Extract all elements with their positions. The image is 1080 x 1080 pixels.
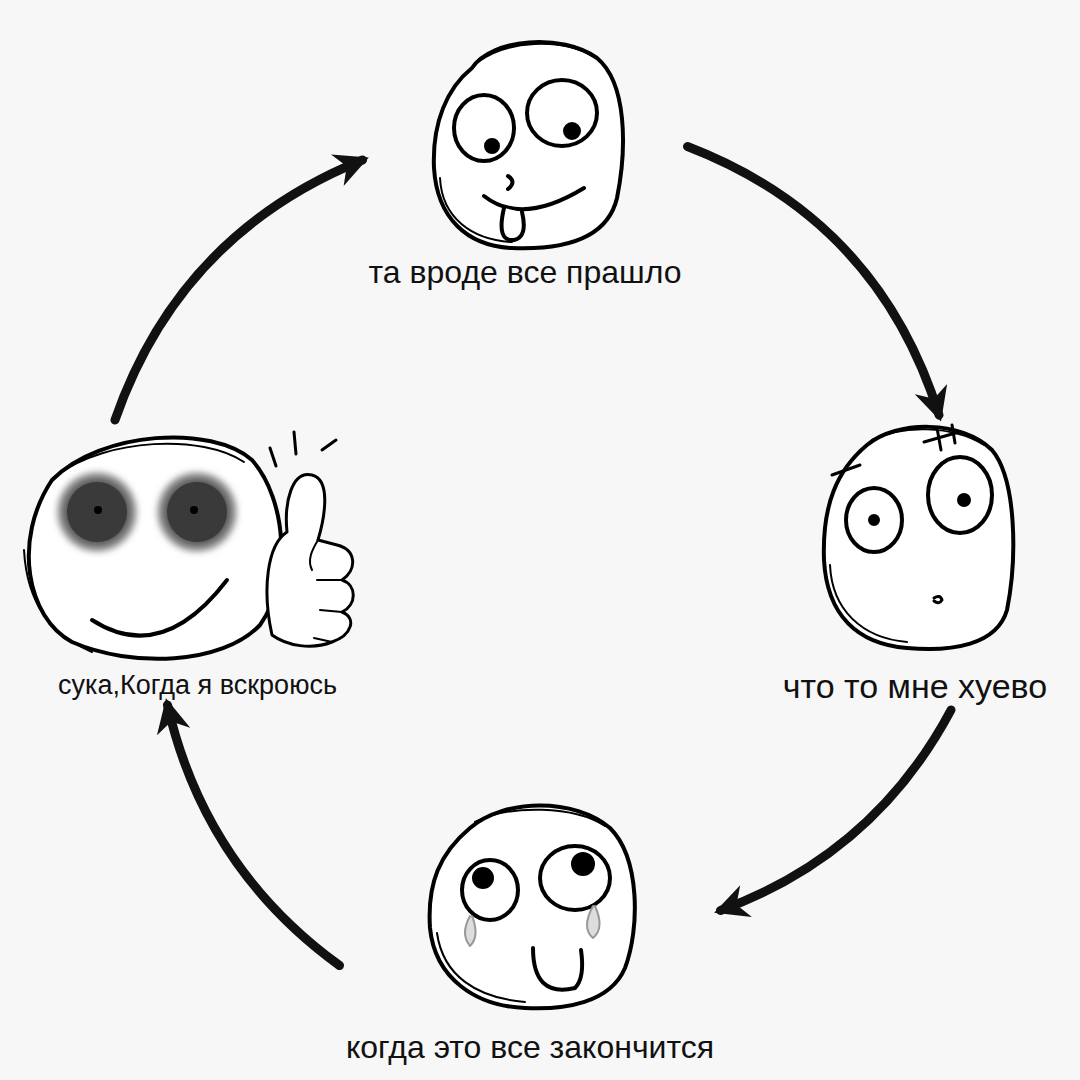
meme-panel: что то мне хуево — [765, 415, 1065, 710]
cycle-arrow — [721, 710, 952, 911]
face-caption: когда это все закончится — [346, 1029, 714, 1066]
cycle-arrow — [168, 705, 340, 966]
face-caption: сука,Когда я вскроюсь — [58, 670, 337, 701]
crying-face — [430, 806, 635, 1009]
cycle-arrow — [688, 147, 940, 416]
meme-panel: когда это все закончится — [340, 795, 721, 1070]
worried-face — [824, 425, 1013, 649]
thumbs-up-face — [24, 432, 353, 659]
cycle-arrow — [115, 160, 363, 420]
face-caption: та вроде все прашло — [369, 254, 682, 291]
meme-panel: сука,Когда я вскроюсь — [10, 420, 385, 705]
derp-face — [434, 42, 623, 248]
face-caption: что то мне хуево — [783, 667, 1047, 706]
meme-panel: та вроде все прашло — [363, 25, 688, 295]
